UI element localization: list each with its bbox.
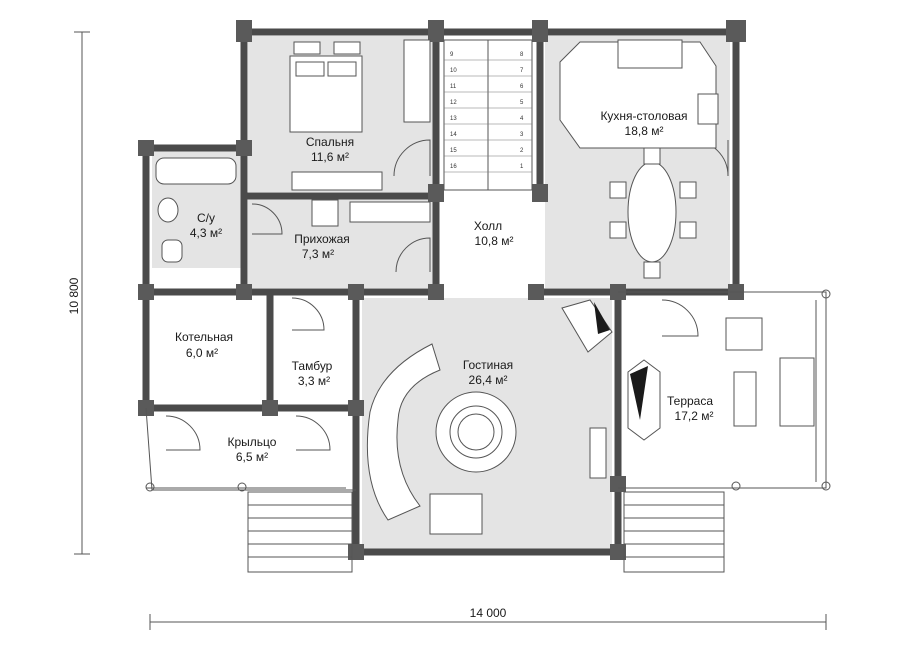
steps-east: [623, 491, 725, 573]
dimension-lines: 14 000 10 800: [67, 31, 827, 630]
stair-step-number: 16: [450, 164, 457, 170]
door-arc: [295, 415, 331, 451]
door-arc: [661, 299, 699, 337]
porch-name: Крыльцо: [228, 435, 277, 449]
open-areas: [145, 289, 831, 492]
toilet: [161, 239, 183, 263]
wardrobe-hall: [349, 201, 431, 223]
stair-step-number: 9: [450, 52, 454, 58]
post: [138, 140, 154, 156]
stair-step-number: 15: [450, 148, 457, 154]
terrace-sofa: [779, 357, 815, 427]
porch-rail: [145, 407, 356, 491]
post: [532, 184, 548, 202]
entrance-hall-name: Прихожая: [294, 232, 350, 246]
entrance-hall-area: 7,3 м²: [302, 247, 334, 261]
bathroom-area: 4,3 м²: [190, 226, 222, 240]
terrace-name: Терраса: [667, 394, 713, 408]
door-arc: [165, 415, 201, 451]
rail-post: [145, 482, 155, 492]
post: [138, 284, 154, 300]
post: [348, 544, 364, 560]
sofa-end: [429, 493, 483, 535]
post: [428, 20, 444, 42]
post: [236, 20, 252, 42]
terrace-outline: [618, 291, 827, 489]
stair-step-number: 2: [520, 148, 524, 154]
rail-post: [731, 481, 741, 491]
post: [610, 476, 626, 492]
post: [528, 284, 544, 300]
post: [428, 284, 444, 300]
rail-post: [821, 481, 831, 491]
post: [348, 284, 364, 300]
staircase: 9 10 11 12 13 14 15 16 8 7 6 5 4 3 2 1: [443, 39, 533, 191]
armchair: [311, 199, 339, 227]
hall-area: 10,8 м²: [475, 234, 514, 248]
porch-area: 6,5 м²: [236, 450, 268, 464]
stair-step-number: 14: [450, 132, 457, 138]
stair-step-number: 12: [450, 100, 457, 106]
vestibule-area: 3,3 м²: [298, 374, 330, 388]
stair-step-number: 3: [520, 132, 524, 138]
vestibule-name: Тамбур: [292, 359, 333, 373]
tv-unit: [589, 427, 607, 479]
post: [348, 400, 364, 416]
post: [428, 184, 444, 202]
post: [532, 20, 548, 42]
post: [236, 284, 252, 300]
kitchen-dining-area: 18,8 м²: [625, 124, 664, 138]
stair-numbers: 9 10 11 12 13 14 15 16 8 7 6 5 4 3 2 1: [444, 52, 532, 173]
post: [262, 400, 278, 416]
bedroom-name: Спальня: [306, 135, 354, 149]
height-dimension: 10 800: [67, 277, 81, 314]
terrace-armchair: [725, 317, 763, 351]
door-arc: [393, 139, 431, 177]
post: [726, 20, 746, 42]
stair-step-number: 7: [520, 68, 524, 74]
stove: [617, 39, 683, 69]
width-dimension: 14 000: [470, 606, 507, 620]
corner-sofa: [366, 343, 441, 521]
wardrobe: [403, 39, 431, 123]
terrace-table: [733, 371, 757, 427]
door-arc: [251, 203, 283, 235]
boiler-room-name: Котельная: [175, 330, 233, 344]
rail-post: [821, 289, 831, 299]
terrace-area: 17,2 м²: [675, 409, 714, 423]
stair-step-number: 10: [450, 68, 457, 74]
living-room-name: Гостиная: [463, 358, 513, 372]
bedroom-area: 11,6 м²: [311, 150, 349, 164]
stair-step-number: 11: [450, 84, 457, 90]
dining-table: [627, 161, 677, 263]
hall-name: Холл: [474, 219, 502, 233]
fireplace-living: [561, 299, 613, 353]
post: [610, 544, 626, 560]
room-labels: Спальня 11,6 м² С/у 4,3 м² Прихожая 7,3 …: [175, 109, 714, 464]
wall-posts: [138, 20, 746, 560]
door-arc: [395, 237, 431, 273]
sink: [157, 197, 179, 223]
stair-step-number: 13: [450, 116, 457, 122]
stair-step-number: 5: [520, 100, 524, 106]
furniture: [155, 39, 815, 535]
stair-step-number: 6: [520, 84, 524, 90]
rail-post: [237, 482, 247, 492]
porch-steps: [247, 491, 725, 573]
bathroom-name: С/у: [197, 211, 215, 225]
stair-step-number: 1: [520, 164, 524, 170]
kitchen-sink: [697, 93, 719, 125]
door-arc: [291, 297, 325, 331]
bathtub: [155, 157, 237, 185]
dresser: [291, 171, 383, 191]
living-room-area: 26,4 м²: [469, 373, 508, 387]
stair-step-number: 4: [520, 116, 524, 122]
post: [236, 140, 252, 156]
boiler-room-area: 6,0 м²: [186, 346, 218, 360]
kitchen-dining-name: Кухня-столовая: [600, 109, 687, 123]
stair-step-number: 8: [520, 52, 524, 58]
steps-west: [247, 491, 353, 573]
